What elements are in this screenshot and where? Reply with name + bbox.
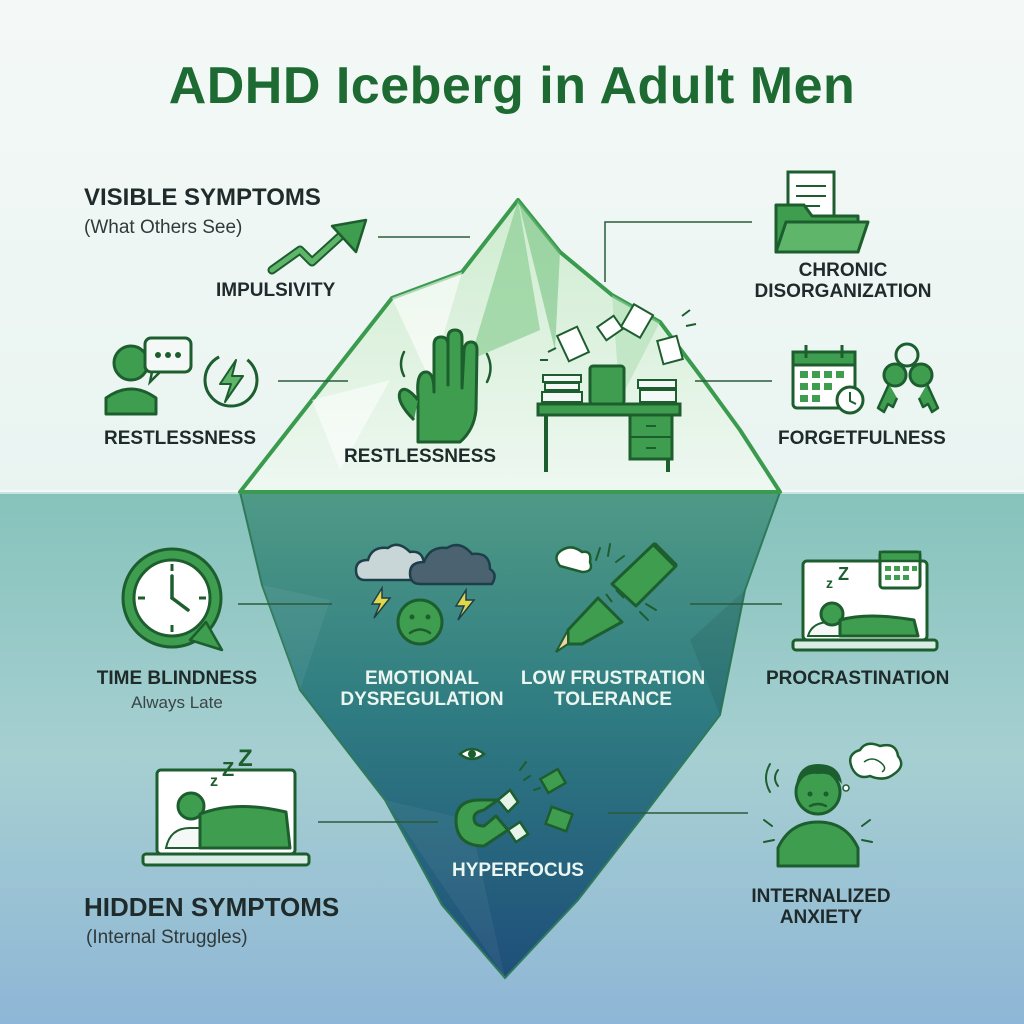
chronic-disorganization-line2: DISORGANIZATION <box>754 281 932 303</box>
magnet-eye-icon <box>454 747 575 848</box>
talking-person-icon <box>104 336 193 416</box>
chronic-disorganization-label: CHRONIC DISORGANIZATION <box>748 260 938 303</box>
visible-symptoms-heading: VISIBLE SYMPTOMS <box>84 184 321 211</box>
page-title: ADHD Iceberg in Adult Men <box>168 57 856 115</box>
anxiety-line1: INTERNALIZED <box>751 886 891 907</box>
calendar-keys-icon <box>791 342 940 415</box>
sleeping-person-icon: z Z Z <box>141 745 311 867</box>
procrastination-label: PROCRASTINATION <box>766 668 950 689</box>
emotional-line2: DYSREGULATION <box>340 689 504 711</box>
clock-icon <box>121 547 224 652</box>
low-frustration-label: LOW FRUSTRATION TOLERANCE <box>518 668 708 711</box>
broken-pencil-icon <box>555 542 678 653</box>
time-blindness-label: TIME BLINDNESS Always Late <box>92 668 262 712</box>
energy-bolt-icon <box>203 352 259 408</box>
anxiety-line2: ANXIETY <box>779 907 863 929</box>
forgetfulness-label: FORGETFULNESS <box>778 428 946 449</box>
impulsivity-label: IMPULSIVITY <box>216 280 336 301</box>
frustration-line1: LOW FRUSTRATION <box>520 668 706 689</box>
hyperfocus-label: HYPERFOCUS <box>452 860 584 881</box>
restlessness-center-label: RESTLESSNESS <box>344 446 497 467</box>
svg-text:Z: Z <box>838 564 849 584</box>
frustration-line2: TOLERANCE <box>554 689 672 711</box>
waving-hand-icon <box>397 328 492 444</box>
hidden-symptoms-heading: HIDDEN SYMPTOMS <box>84 892 340 922</box>
svg-text:z: z <box>826 575 833 591</box>
emotional-line1: EMOTIONAL <box>365 668 479 689</box>
connector-lines <box>238 221 782 823</box>
storm-cloud-icon <box>354 543 496 646</box>
svg-text:z: z <box>210 773 218 790</box>
internalized-anxiety-label: INTERNALIZED ANXIETY <box>736 886 906 929</box>
arrow-zigzag-icon <box>267 218 368 275</box>
chronic-disorganization-line1: CHRONIC <box>798 260 888 281</box>
time-blindness-sub: Always Late <box>131 693 223 713</box>
hidden-symptoms-subheading: (Internal Struggles) <box>86 927 248 948</box>
folder-icon <box>774 170 870 254</box>
svg-text:Z: Z <box>238 745 253 772</box>
svg-text:Z: Z <box>222 759 234 781</box>
restlessness-left-label: RESTLESSNESS <box>104 428 257 449</box>
worried-person-icon <box>763 742 903 868</box>
visible-symptoms-subheading: (What Others See) <box>84 217 243 238</box>
sleeping-laptop-icon: z Z <box>791 550 939 652</box>
time-blindness-title: TIME BLINDNESS <box>96 668 258 689</box>
messy-desk-icon <box>536 302 697 472</box>
emotional-dysregulation-label: EMOTIONAL DYSREGULATION <box>336 668 508 711</box>
